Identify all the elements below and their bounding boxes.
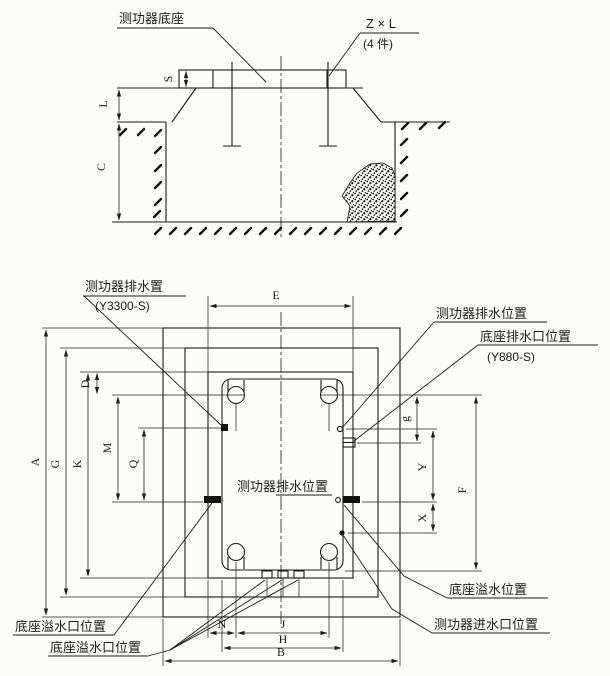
drain-marker-left-top bbox=[221, 424, 228, 431]
dim-e-label: E bbox=[272, 288, 279, 302]
section-dimensions: S L C bbox=[94, 70, 189, 221]
dim-q-label: Q bbox=[126, 459, 140, 468]
dim-s-label: S bbox=[161, 76, 175, 83]
section-base-callout-label: 测功器底座 bbox=[119, 11, 184, 26]
callout-dyn-drain-tl-model: (Y3300-S) bbox=[95, 299, 150, 313]
plan-outlines bbox=[162, 327, 401, 618]
dim-n-label: N bbox=[218, 617, 227, 631]
dim-y-label: Y bbox=[415, 462, 429, 471]
anchor-bolts bbox=[223, 62, 337, 147]
callout-base-overflow-l1: 底座溢水口位置 bbox=[15, 619, 106, 634]
bolt-holes bbox=[226, 380, 339, 569]
callout-dyn-inlet-br: 测功器进水口位置 bbox=[434, 617, 538, 632]
callout-dyn-drain-tl: 测功器排水置 bbox=[85, 279, 163, 294]
section-bolt-callout-label: Z × L bbox=[366, 16, 396, 31]
drain-marker-right-top bbox=[336, 425, 344, 433]
dim-j-label: J bbox=[281, 617, 286, 631]
section-base-callout-leader bbox=[212, 27, 267, 83]
dim-x-label: X bbox=[415, 513, 429, 522]
port-markers bbox=[112, 424, 437, 597]
drain-tab-right bbox=[343, 496, 360, 503]
callout-base-overflow-r: 底座溢水位置 bbox=[449, 582, 527, 597]
earth-hatching bbox=[118, 120, 447, 236]
dim-g-small-label: g bbox=[398, 416, 412, 422]
callout-base-drain-tr: 底座排水口位置 bbox=[480, 329, 571, 344]
dim-f-label: F bbox=[455, 486, 469, 493]
section-view: 测功器底座 Z × L (4 件) bbox=[94, 11, 450, 237]
rubble-fill bbox=[341, 162, 396, 223]
section-bolt-callout-leader bbox=[328, 32, 361, 77]
overflow-tab-1 bbox=[261, 570, 273, 579]
dim-h-label: H bbox=[279, 632, 288, 646]
dim-m-label: M bbox=[100, 442, 114, 453]
dim-g-label: G bbox=[48, 459, 62, 468]
callout-base-drain-tr-model: (Y880-S) bbox=[487, 350, 535, 364]
dim-d-label: D bbox=[78, 379, 92, 388]
plan-dimensions: E A G K D M Q g bbox=[28, 288, 482, 666]
dim-b-label: B bbox=[277, 645, 285, 659]
plan-callouts: 测功器排水置 (Y3300-S) 测功器排水位置 底座排水口位置 (Y880-S… bbox=[13, 279, 598, 657]
dim-a-label: A bbox=[28, 457, 42, 466]
section-bolt-qty-label: (4 件) bbox=[363, 37, 393, 51]
inlet-marker bbox=[339, 530, 345, 536]
overflow-tab-2 bbox=[277, 570, 289, 579]
callout-base-overflow-l2: 底座溢水口位置 bbox=[50, 640, 141, 655]
callout-dyn-drain-center: 测功器排水位置 bbox=[237, 479, 328, 494]
dim-l-label: L bbox=[96, 100, 110, 107]
dim-k-label: K bbox=[70, 459, 84, 468]
drain-tab-left bbox=[204, 496, 221, 503]
dim-c-label: C bbox=[94, 163, 108, 171]
plan-view: 测功器排水置 (Y3300-S) 测功器排水位置 底座排水口位置 (Y880-S… bbox=[13, 279, 598, 666]
overflow-tab-3 bbox=[293, 570, 305, 579]
callout-dyn-drain-tr: 测功器排水位置 bbox=[436, 306, 527, 321]
